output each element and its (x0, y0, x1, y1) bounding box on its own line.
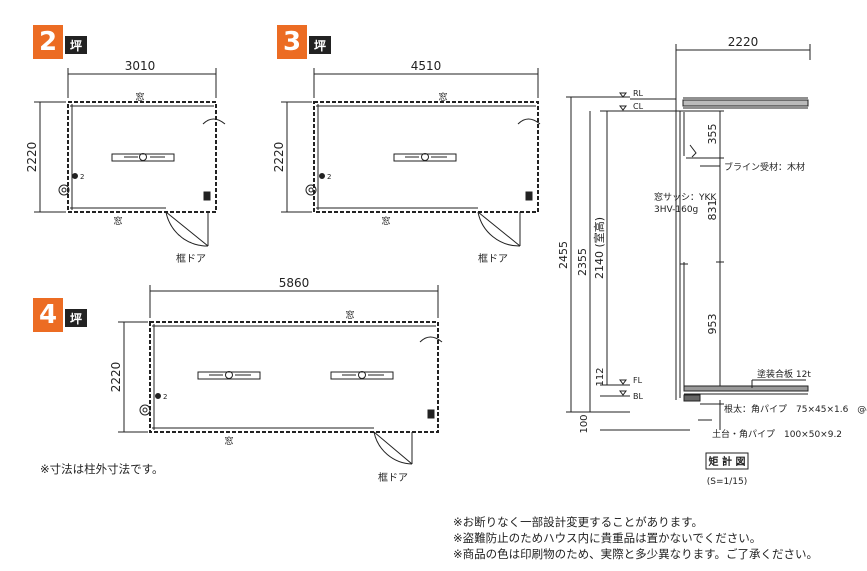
plan-2-drawing (34, 68, 226, 247)
plan-3-height-dim: 2220 (272, 142, 286, 173)
plan-3-width-dim: 4510 (411, 59, 442, 73)
dim-112: 112 (595, 367, 606, 386)
plan-4-window-top: 窓 (345, 309, 354, 321)
level-cl: CL (633, 102, 644, 111)
blind-label: ブライン受材：木材 (724, 161, 805, 173)
dimension-note: ※寸法は柱外寸法です。 (40, 462, 164, 476)
badge-unit: 坪 (309, 36, 331, 54)
footnote-3: ※商品の色は印刷物のため、実際と多少異なります。ご了承ください。 (453, 547, 818, 561)
badge-unit: 坪 (65, 309, 87, 327)
plan-3-drawing (281, 68, 541, 247)
dim-100: 100 (579, 414, 590, 433)
level-bl: BL (633, 392, 643, 401)
plan-2-plug-label: 2 (80, 173, 84, 181)
plan-4-drawing (118, 285, 443, 465)
badge-number: 4 (33, 298, 63, 332)
joist-label: 根太：角パイプ 75×45×1.6 @450 (724, 403, 867, 415)
section-scale: (S=1/15) (707, 477, 748, 487)
plan-4-window-bottom: 窓 (224, 435, 233, 447)
plan-3-door-label: 框ドア (478, 252, 508, 265)
plan-2-height-dim: 2220 (25, 142, 39, 173)
dim-2355: 2355 (576, 248, 589, 276)
footnote-1: ※お断りなく一部設計変更することがあります。 (453, 515, 703, 529)
plan-3-badge: 3 坪 (277, 25, 331, 59)
plan-2-door-label: 框ドア (176, 252, 206, 265)
plan-2-badge: 2 坪 (33, 25, 87, 59)
section-drawing (566, 44, 811, 470)
plan-3-window-bottom: 窓 (381, 215, 390, 227)
badge-unit: 坪 (65, 36, 87, 54)
dim-831: 831 (706, 200, 719, 221)
badge-number: 3 (277, 25, 307, 59)
dim-355: 355 (706, 124, 719, 145)
plan-4-badge: 4 坪 (33, 298, 87, 332)
plan-3-window-top: 窓 (438, 91, 447, 103)
level-markers (619, 92, 627, 396)
level-rl: RL (633, 89, 644, 98)
plan-4-plug-label: 2 (163, 393, 167, 401)
section-top-width: 2220 (728, 35, 759, 49)
sash-label-2: 3HV-160g (654, 205, 698, 215)
plan-4-width-dim: 5860 (279, 276, 310, 290)
plan-4-door-label: 框ドア (378, 471, 408, 484)
plan-2-width-dim: 3010 (125, 59, 156, 73)
dim-953: 953 (706, 314, 719, 335)
level-fl: FL (633, 376, 643, 385)
plan-2-window-top: 窓 (135, 91, 144, 103)
plan-4-height-dim: 2220 (109, 362, 123, 393)
footnote-2: ※盗難防止のためハウス内に貴重品は置かないでください。 (453, 531, 762, 545)
dim-room-height: 2140 (室高) (592, 217, 606, 279)
base-label: 土台・角パイプ 100×50×9.2 (712, 428, 842, 440)
sash-label-1: 窓サッシ：YKK (654, 191, 717, 203)
plan-2-window-bottom: 窓 (113, 215, 122, 227)
badge-number: 2 (33, 25, 63, 59)
floor-board-label: 塗装合板 12t (757, 368, 811, 380)
plan-3-plug-label: 2 (327, 173, 331, 181)
section-title: 矩 計 図 (709, 455, 746, 468)
dim-total-height: 2455 (557, 241, 570, 269)
